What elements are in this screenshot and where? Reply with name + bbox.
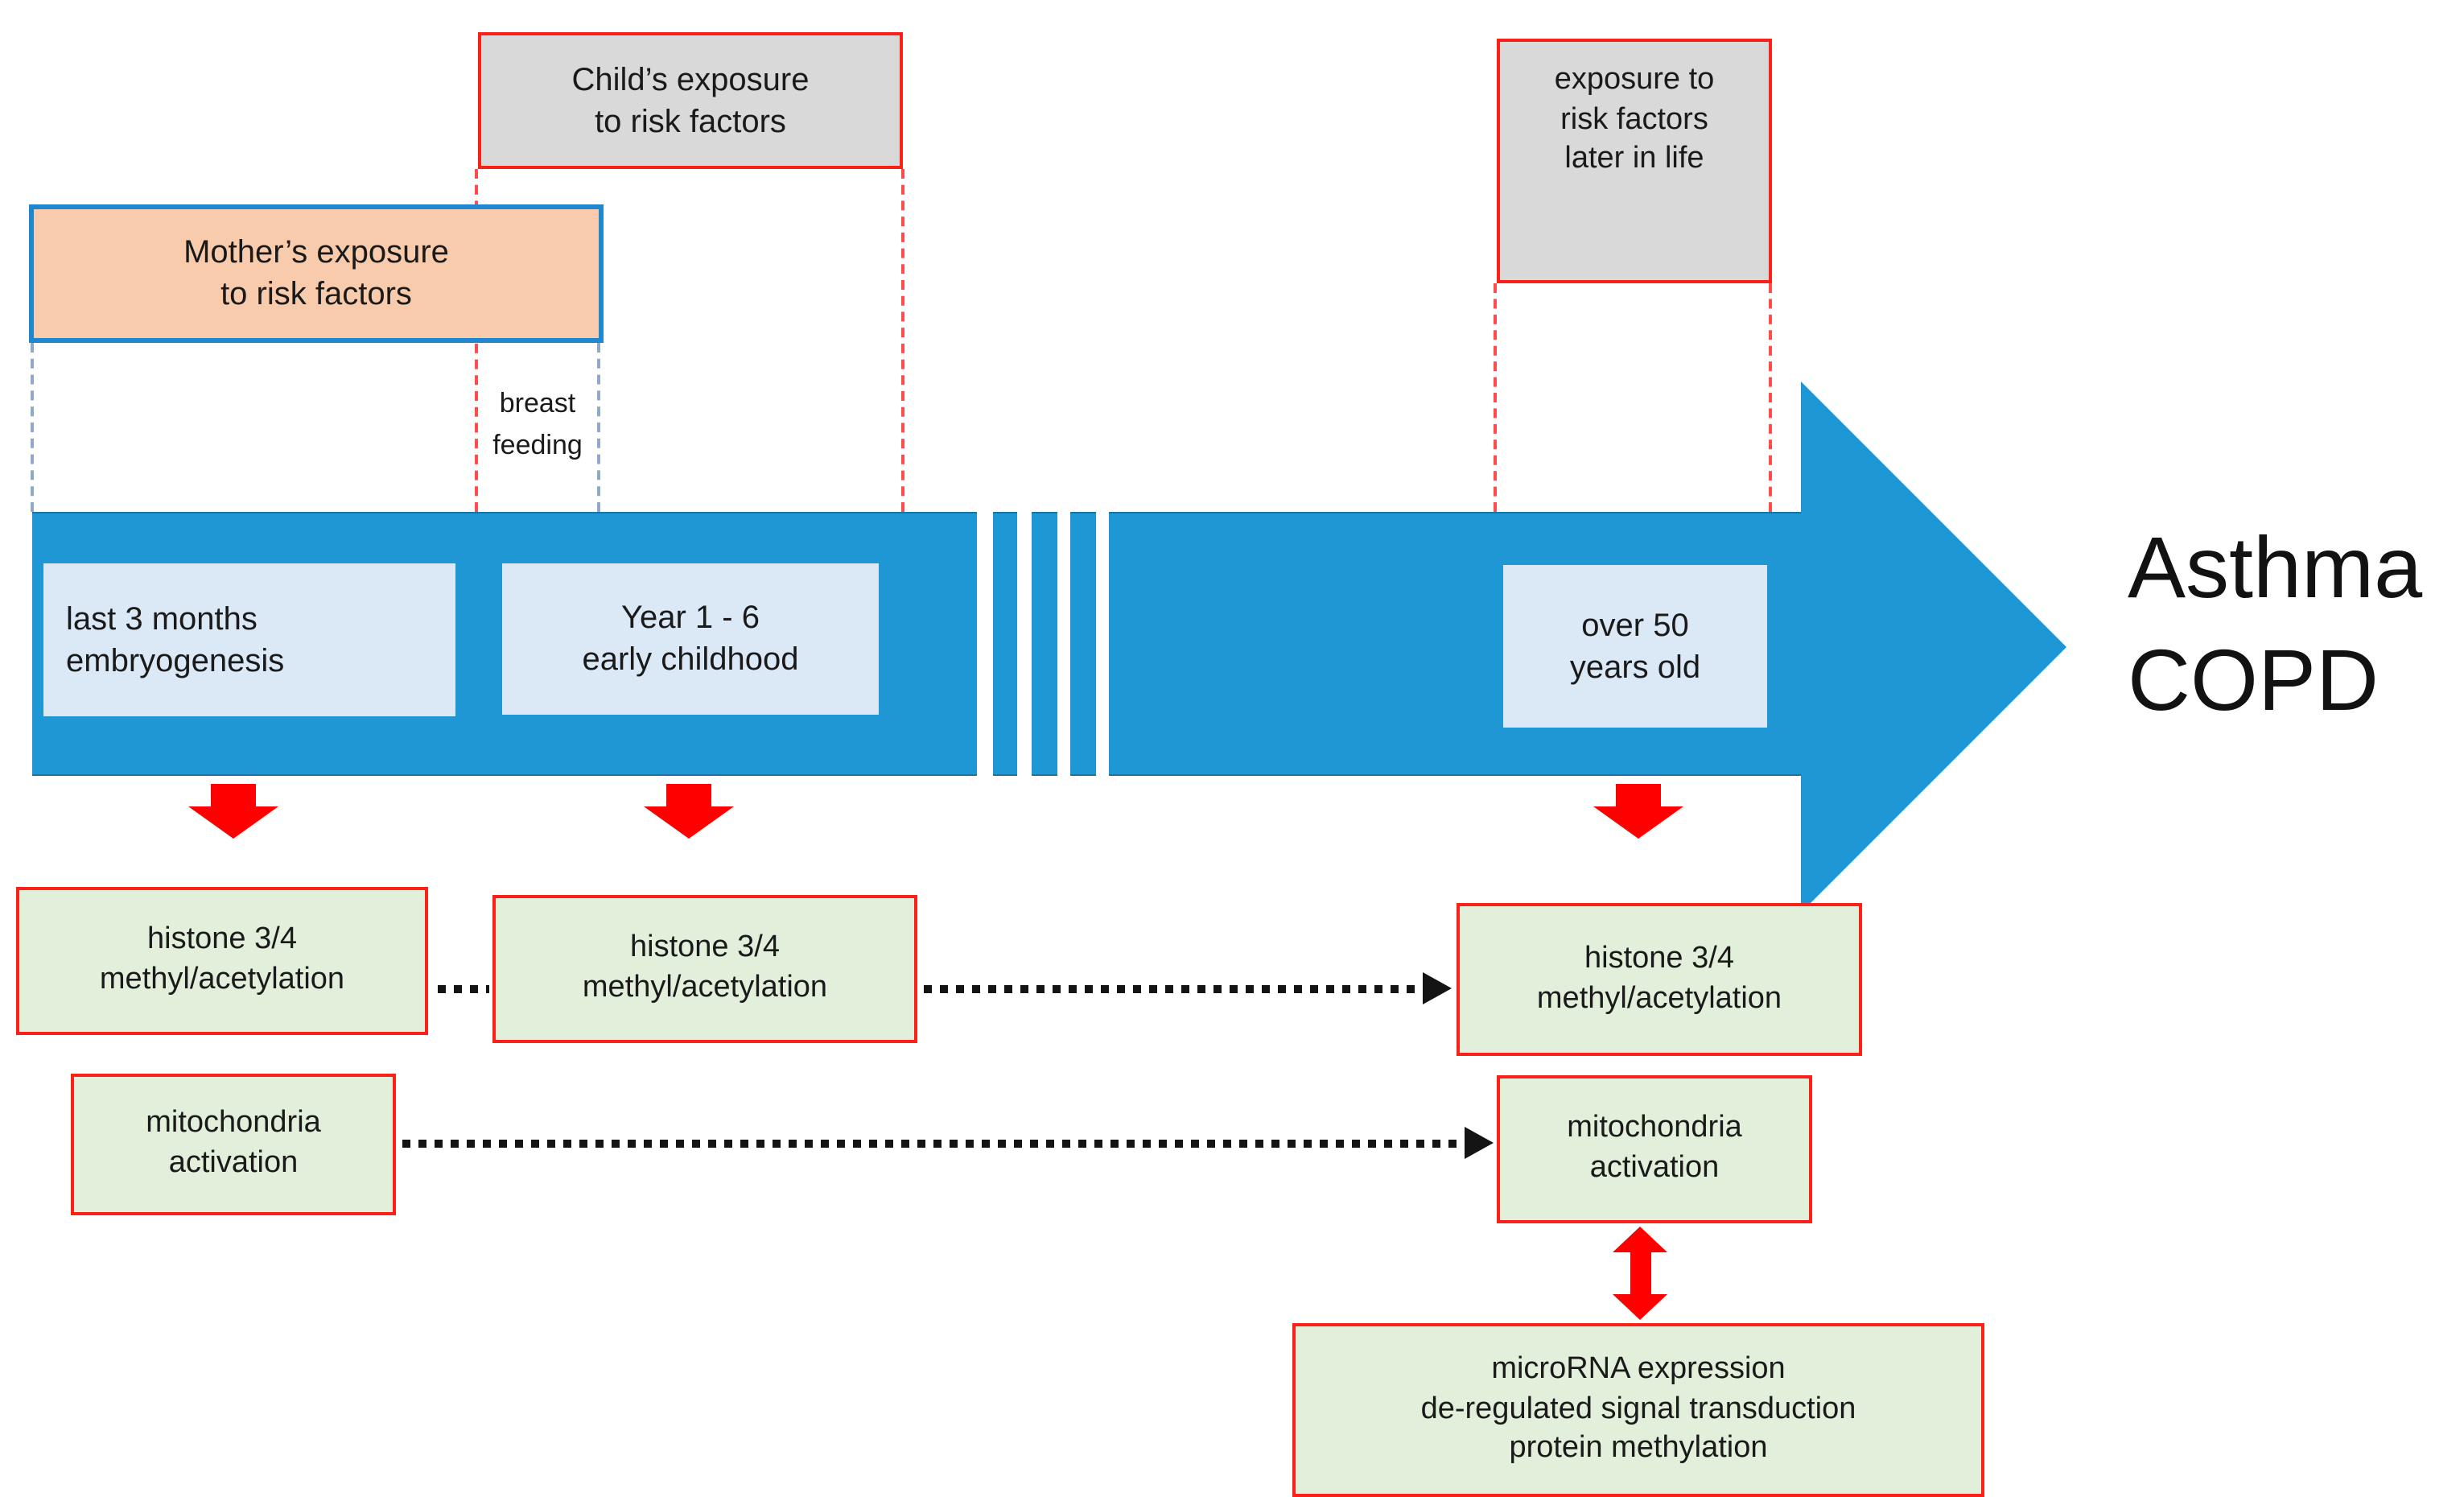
outcome-copd: COPD <box>2128 633 2380 730</box>
later-exposure-line: later in life <box>1564 142 1704 176</box>
stage-embryogenesis-line: last 3 months <box>66 601 258 637</box>
outcome-asthma: Asthma <box>2128 520 2423 617</box>
double-arrow-vertical-icon <box>1613 1227 1667 1320</box>
mitochondria-box-early: mitochondria activation <box>71 1074 396 1215</box>
microrna-line: protein methylation <box>1509 1431 1768 1466</box>
double-arrow-up-head-icon <box>1613 1227 1667 1252</box>
mitochondria-box-late: mitochondria activation <box>1497 1075 1812 1223</box>
timeline-break-stripe-2 <box>1032 512 1057 776</box>
timeline-arrowhead-icon <box>1801 381 2066 913</box>
guide-line-later-right <box>1769 283 1772 512</box>
later-exposure-line: exposure to <box>1554 63 1715 97</box>
dotted-arrow-histone-head-icon <box>1423 972 1452 1004</box>
mitochondria-line: activation <box>168 1146 299 1180</box>
histone-line: methyl/acetylation <box>99 963 345 996</box>
histone-line: histone 3/4 <box>1584 941 1734 975</box>
stage-over-50-line: over 50 <box>1581 608 1689 643</box>
histone-box-prenatal: histone 3/4 methyl/acetylation <box>16 887 428 1035</box>
mitochondria-line: mitochondria <box>146 1106 321 1140</box>
histone-line: histone 3/4 <box>630 930 780 965</box>
down-arrow-over-50-icon <box>1593 784 1683 839</box>
childs-exposure-line: Child’s exposure <box>571 62 810 97</box>
down-arrow-shaft <box>666 784 711 806</box>
histone-line: methyl/acetylation <box>582 971 828 1004</box>
microrna-box: microRNA expression de-regulated signal … <box>1292 1323 1984 1497</box>
down-arrow-early-childhood-icon <box>644 784 734 839</box>
down-arrow-head-icon <box>644 806 734 839</box>
dotted-connector-histone-short <box>438 985 489 993</box>
timeline-break-stripe-1 <box>993 512 1017 776</box>
breast-feeding-label: breast feeding <box>473 383 602 465</box>
guide-line-mother-left <box>31 343 34 512</box>
microrna-line: de-regulated signal transduction <box>1420 1392 1856 1426</box>
mitochondria-line: activation <box>1589 1151 1720 1185</box>
guide-line-later-left <box>1494 283 1497 512</box>
breast-feeding-line: feeding <box>492 429 583 460</box>
stage-over-50-line: years old <box>1569 650 1701 685</box>
breast-feeding-line: breast <box>499 388 576 419</box>
stage-box-embryogenesis: last 3 months embryogenesis <box>43 563 455 716</box>
mothers-exposure-line: Mother’s exposure <box>183 235 449 270</box>
later-exposure-line: risk factors <box>1560 102 1708 137</box>
down-arrow-shaft <box>1616 784 1661 806</box>
later-exposure-box: exposure to risk factors later in life <box>1497 39 1772 283</box>
stage-box-over-50: over 50 years old <box>1503 565 1767 728</box>
stage-early-childhood-line: early childhood <box>582 642 799 678</box>
histone-box-late-life: histone 3/4 methyl/acetylation <box>1457 903 1862 1056</box>
mothers-exposure-line: to risk factors <box>220 277 412 312</box>
guide-line-mother-right <box>597 343 600 512</box>
dotted-arrow-mitochondria-line <box>402 1140 1465 1148</box>
histone-line: histone 3/4 <box>147 922 297 957</box>
outcome-label: Asthma COPD <box>2128 512 2422 738</box>
down-arrow-shaft <box>211 784 256 806</box>
down-arrow-head-icon <box>1593 806 1683 839</box>
timeline-break-stripe-3 <box>1070 512 1096 776</box>
microrna-line: microRNA expression <box>1491 1351 1786 1386</box>
histone-line: methyl/acetylation <box>1536 981 1782 1015</box>
mitochondria-line: mitochondria <box>1567 1111 1742 1145</box>
stage-early-childhood-line: Year 1 - 6 <box>621 600 760 636</box>
down-arrow-embryogenesis-icon <box>188 784 278 839</box>
guide-line-child-right <box>901 169 904 512</box>
dotted-arrow-histone-line <box>924 985 1423 993</box>
mothers-exposure-box: Mother’s exposure to risk factors <box>29 204 604 343</box>
down-arrow-head-icon <box>188 806 278 839</box>
childs-exposure-box: Child’s exposure to risk factors <box>478 32 903 169</box>
double-arrow-down-head-icon <box>1613 1294 1667 1320</box>
double-arrow-shaft <box>1630 1252 1650 1294</box>
dotted-arrow-mitochondria-head-icon <box>1465 1127 1494 1159</box>
histone-box-childhood: histone 3/4 methyl/acetylation <box>492 895 917 1043</box>
stage-box-early-childhood: Year 1 - 6 early childhood <box>502 563 879 715</box>
stage-embryogenesis-line: embryogenesis <box>66 643 285 678</box>
childs-exposure-line: to risk factors <box>595 104 786 139</box>
